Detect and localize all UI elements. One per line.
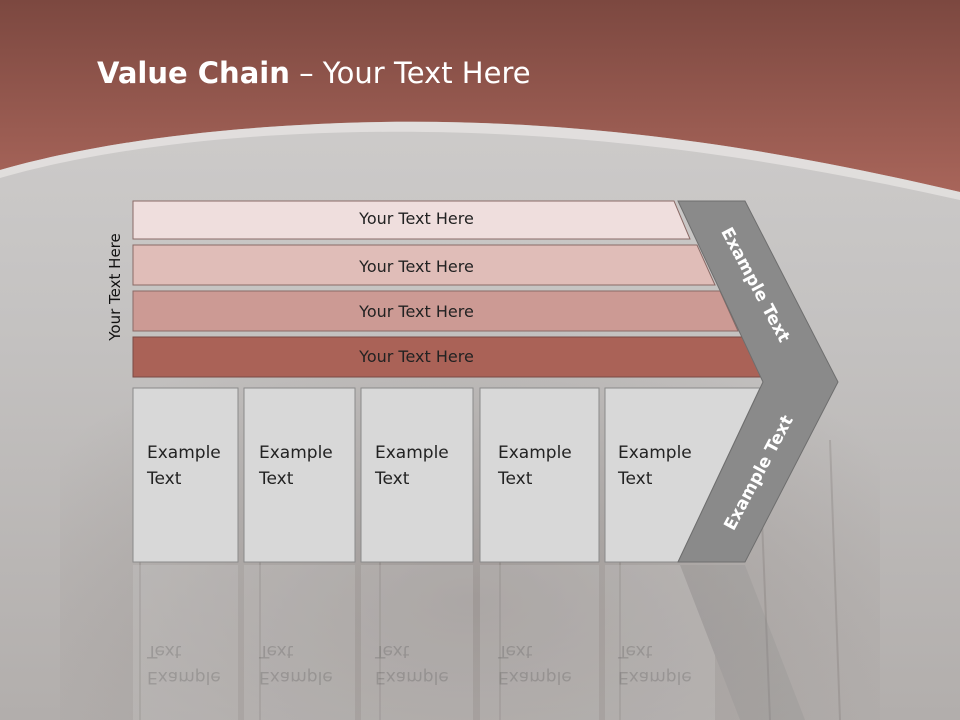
box-2-line1: Example <box>259 443 333 463</box>
bar-3-label: Your Text Here <box>359 302 474 321</box>
box-4-reflection-line2: Text <box>498 641 533 661</box>
box-1-reflection: Example Text <box>147 638 221 690</box>
bar-2 <box>132 244 716 286</box>
box-5-line1: Example <box>618 443 692 463</box>
box-4-reflection: Example Text <box>498 638 572 690</box>
title-rest: – Your Text Here <box>289 56 531 90</box>
box-3 <box>360 387 474 563</box>
box-1-reflection-line1: Example <box>147 667 221 687</box>
box-5-reflection-line2: Text <box>618 641 653 661</box>
bar-2-label: Your Text Here <box>359 257 474 276</box>
slide-title: Value Chain – Your Text Here <box>97 56 531 90</box>
box-3-reflection-line2: Text <box>375 641 410 661</box>
box-5-reflection-line1: Example <box>618 667 692 687</box>
box-2-reflection: Example Text <box>259 638 333 690</box>
box-2-reflection-line1: Example <box>259 667 333 687</box>
box-3-reflection: Example Text <box>375 638 449 690</box>
bar-1 <box>132 200 691 240</box>
box-5-line2: Text <box>618 469 653 489</box>
box-1 <box>132 387 239 563</box>
chevron-arrow <box>677 200 839 563</box>
box-4 <box>479 387 600 563</box>
box-4-reflection-line1: Example <box>498 667 572 687</box>
box-5-reflection: Example Text <box>618 638 692 690</box>
box-4-line2: Text <box>498 469 533 489</box>
box-1-line1: Example <box>147 443 221 463</box>
box-1-reflection-line2: Text <box>147 641 182 661</box>
box-3-line1: Example <box>375 443 449 463</box>
bar-4-label: Your Text Here <box>359 347 474 366</box>
box-1-line2: Text <box>147 469 182 489</box>
bar-1-label: Your Text Here <box>359 209 474 228</box>
box-2 <box>243 387 356 563</box>
box-2-reflection-line2: Text <box>259 641 294 661</box>
box-2-line2: Text <box>259 469 294 489</box>
box-4-line1: Example <box>498 443 572 463</box>
box-3-line2: Text <box>375 469 410 489</box>
bar-3 <box>132 290 739 332</box>
title-bold: Value Chain <box>97 56 290 90</box>
reflections <box>133 565 805 720</box>
header-band <box>0 0 960 192</box>
box-3-reflection-line1: Example <box>375 667 449 687</box>
